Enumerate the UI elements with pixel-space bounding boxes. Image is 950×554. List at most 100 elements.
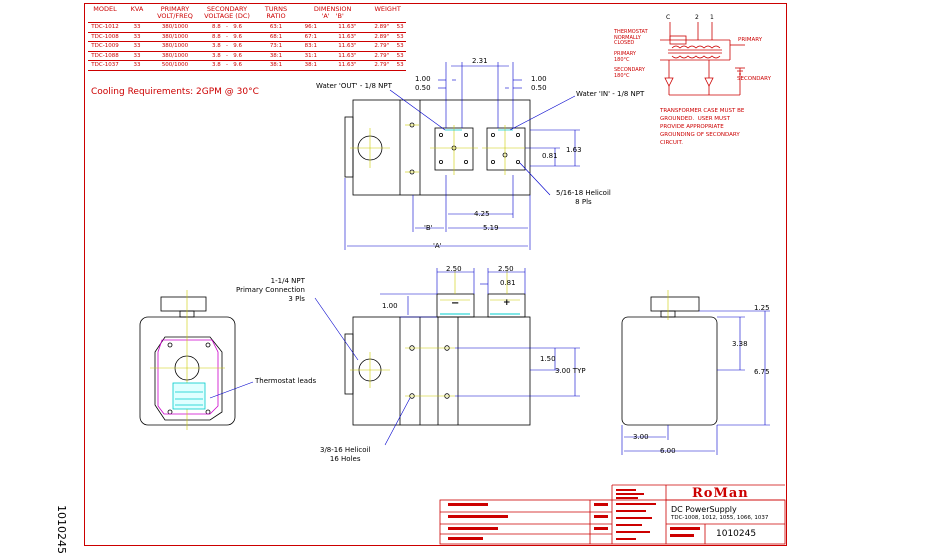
side-helicoil-label: 3/8-16 Helicoil 16 Holes [320, 446, 371, 463]
spec-cell: 2.79" [369, 60, 395, 71]
spec-cell: 2.89" [369, 22, 395, 33]
spec-cell: 33 [122, 51, 152, 61]
hdr-primary: PRIMARY VOLT/FREQ [152, 6, 198, 23]
spec-cell: 11.63" [325, 32, 370, 42]
spec-cell: 3.8 - 9.6 [198, 41, 256, 52]
dim-2-50-left: 2.50 [446, 265, 462, 273]
spec-cell: 33 [122, 60, 152, 71]
spec-cell: 8.8 - 9.6 [198, 22, 256, 33]
thermostat-label: THERMOSTAT NORMALLY CLOSED [614, 29, 648, 46]
hdr-turns: TURNS RATIO [256, 6, 296, 23]
spec-cell: 500/1000 [152, 60, 198, 71]
schematic-terminal-c: C [666, 14, 671, 21]
top-helicoil-label: 5/16-18 Helicoil 8 Pls [556, 189, 611, 206]
spec-cell: 96:1 [296, 22, 326, 33]
company-logo: RoMan [692, 486, 749, 501]
dim-6-00: 6.00 [660, 447, 676, 455]
drawing-border [84, 3, 787, 546]
spec-cell: 33 [122, 41, 152, 52]
drawing-number: 1010245 [716, 529, 757, 539]
hdr-model: MODEL [88, 6, 122, 23]
spec-cell: 73:1 [256, 41, 296, 52]
side-view [344, 293, 531, 426]
thermostat-block [172, 382, 206, 410]
spec-cell: 380/1000 [152, 32, 198, 42]
dim-0-81: 0.81 [542, 152, 558, 160]
primary-temp-label: PRIMARY 180°C [614, 51, 636, 63]
dim-4-25: 4.25 [474, 210, 490, 218]
dim-0-81-side: 0.81 [500, 279, 516, 287]
hdr-dimension: DIMENSION 'A' 'B' [296, 6, 370, 23]
dim-1-00-right: 1.00 [531, 75, 547, 83]
primary-label: PRIMARY [738, 37, 763, 43]
spec-cell: 380/1000 [152, 22, 198, 33]
plus-terminal: + [503, 298, 511, 308]
spec-cell: 2.79" [369, 51, 395, 61]
dim-0-50-right: 0.50 [531, 84, 547, 92]
spec-cell: 31:1 [296, 51, 326, 61]
spec-cell: TDC-1008 [88, 32, 122, 42]
primary-connection-label: 1-1/4 NPT Primary Connection 3 Pls [236, 277, 305, 303]
spec-cell: 3.8 - 9.6 [198, 51, 256, 61]
drawing-title: DC PowerSupply [671, 505, 737, 514]
dim-1-50: 1.50 [540, 355, 556, 363]
spec-cell: TDC-1009 [88, 41, 122, 52]
spec-cell: 11.63" [325, 60, 370, 71]
right-view [621, 296, 718, 426]
spec-cell: 38:1 [256, 60, 296, 71]
dim-1-25: 1.25 [754, 304, 770, 312]
spec-cell: 67:1 [296, 32, 326, 42]
water-in-label: Water 'IN' - 1/8 NPT [576, 90, 645, 98]
schematic [660, 22, 745, 96]
spec-cell: 53 [394, 60, 406, 71]
spec-cell: 38:1 [256, 51, 296, 61]
spec-cell: TDC-1012 [88, 22, 122, 33]
spec-cell: 33 [122, 22, 152, 33]
dim-2-31: 2.31 [472, 57, 488, 65]
spec-cell: 38:1 [296, 60, 326, 71]
schematic-terminal-1: 1 [710, 14, 714, 21]
spec-cell: 11.63" [325, 51, 370, 61]
dim-3-38: 3.38 [732, 340, 748, 348]
dim-0-50-left: 0.50 [415, 84, 431, 92]
thermostat-leads-label: Thermostat leads [255, 377, 317, 385]
dim-3-00-right: 3.00 [633, 433, 649, 441]
dim-2-50-right: 2.50 [498, 265, 514, 273]
spec-cell: 68:1 [256, 32, 296, 42]
spec-table: MODEL KVA PRIMARY VOLT/FREQ SECONDARY VO… [88, 6, 406, 71]
water-out-label: Water 'OUT' - 1/8 NPT [316, 82, 392, 90]
spec-cell: 53 [394, 41, 406, 52]
schematic-terminal-2: 2 [695, 14, 699, 21]
spec-cell: 53 [394, 32, 406, 42]
spec-cell: 2.79" [369, 41, 395, 52]
dim-1-00-left: 1.00 [415, 75, 431, 83]
secondary-temp-label: SECONDARY 180°C [614, 67, 645, 79]
cooling-requirements: Cooling Requirements: 2GPM @ 30°C [91, 87, 259, 97]
spec-cell: 33 [122, 32, 152, 42]
spec-cell: 53 [394, 51, 406, 61]
spec-cell: 11.63" [325, 41, 370, 52]
spec-cell: 2.89" [369, 32, 395, 42]
side-drawing-number: 1010245 [55, 505, 68, 554]
minus-terminal: − [451, 298, 460, 309]
spec-cell: TDC-1037 [88, 60, 122, 71]
spec-cell: TDC-1088 [88, 51, 122, 61]
dim-6-75: 6.75 [754, 368, 770, 376]
spec-cell: 83:1 [296, 41, 326, 52]
spec-cell: 3.8 - 9.6 [198, 60, 256, 71]
dim-1-63: 1.63 [566, 146, 582, 154]
hdr-secondary: SECONDARY VOLTAGE (DC) [198, 6, 256, 23]
spec-cell: 63:1 [256, 22, 296, 33]
dim-3-00-typ: 3.00 TYP [555, 367, 586, 375]
top-view [344, 99, 531, 196]
title-block [439, 484, 786, 545]
drawing-models: TDC-1008, 1012, 1055, 1066, 1037 [671, 515, 769, 521]
hdr-kva: KVA [122, 6, 152, 23]
spec-cell: 8.8 - 9.6 [198, 32, 256, 42]
grounding-note: TRANSFORMER CASE MUST BE GROUNDED. USER … [660, 108, 745, 146]
